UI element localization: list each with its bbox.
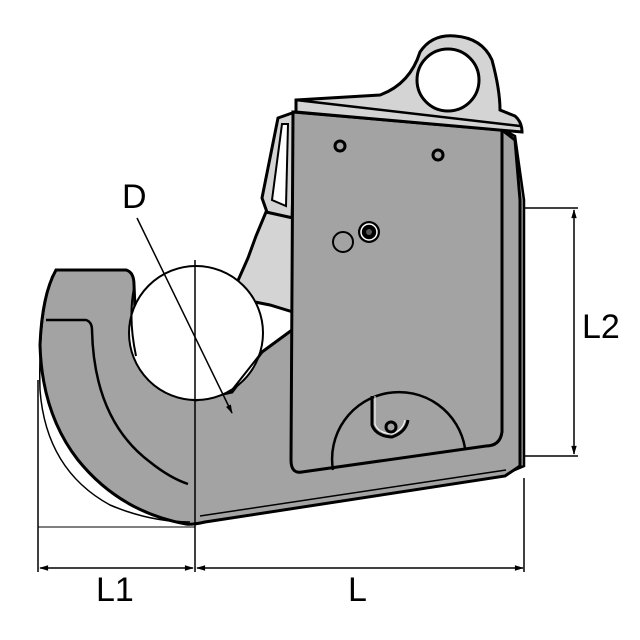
- label-d: D: [122, 178, 147, 216]
- pivot-hole: [332, 231, 354, 253]
- rivet-hole-right: [431, 148, 445, 162]
- rivets: [332, 139, 445, 253]
- latch-arm: [260, 109, 297, 224]
- pin-diameter-circle: [128, 265, 293, 401]
- dimension-lines: [37, 207, 578, 572]
- label-l1: L1: [96, 571, 134, 609]
- label-l: L: [348, 571, 367, 609]
- rivet-hole-left: [333, 139, 347, 153]
- spring-pin: [384, 420, 398, 434]
- pin-eye-hole: [415, 47, 481, 113]
- main-plate: [199, 110, 507, 517]
- top-lug: [294, 34, 524, 134]
- label-l2: L2: [582, 308, 620, 346]
- release-cover: [330, 390, 467, 471]
